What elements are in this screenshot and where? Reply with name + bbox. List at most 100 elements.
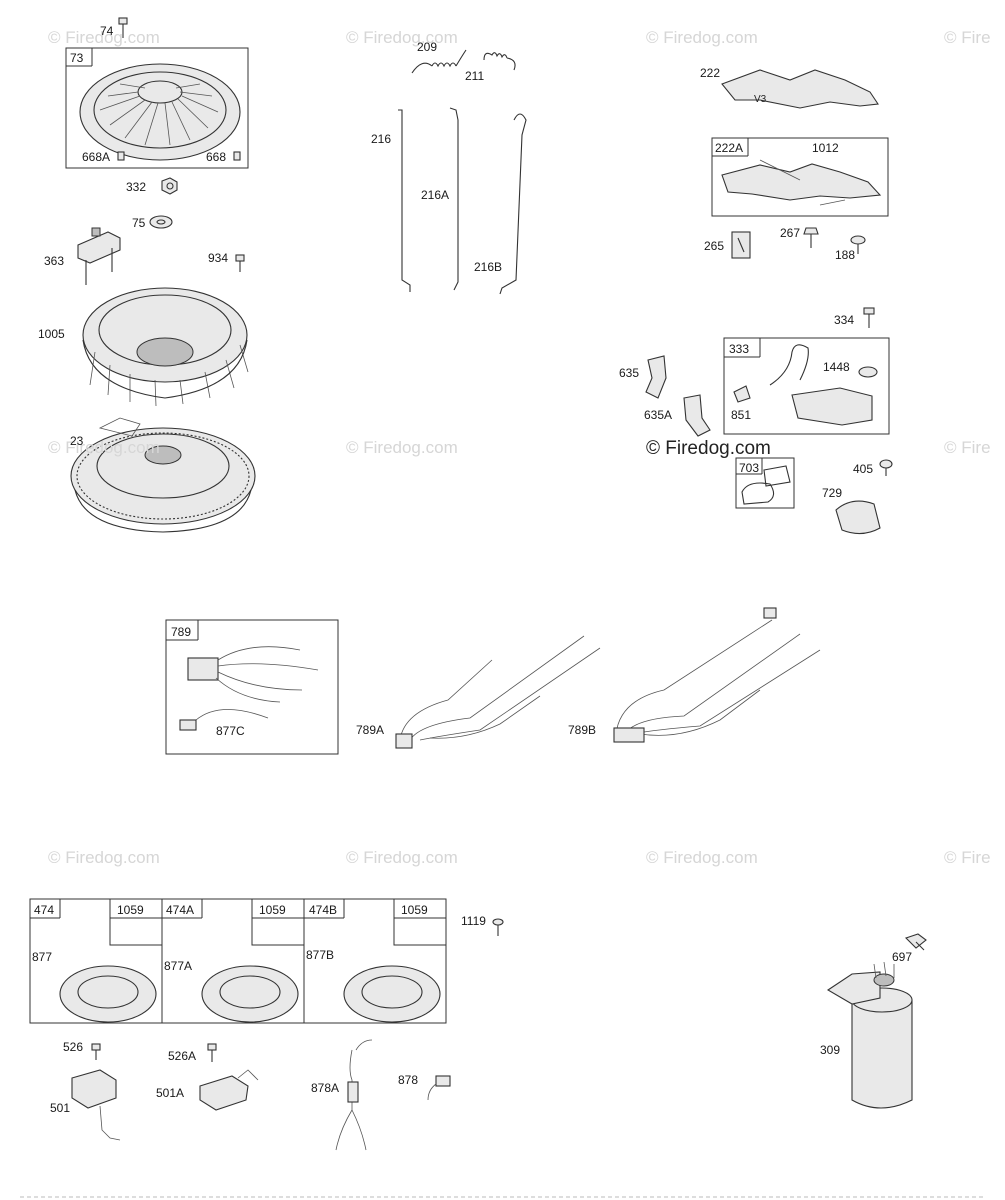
callout-1448[interactable]: 1448 <box>823 360 850 374</box>
callout-697[interactable]: 697 <box>892 950 913 964</box>
callout-75[interactable]: 75 <box>132 216 146 230</box>
callout-222[interactable]: 222 <box>700 66 721 80</box>
callout-877b[interactable]: 877B <box>306 948 335 962</box>
box-222a-drawing <box>711 137 889 217</box>
watermark: © Firedog.com <box>346 28 458 47</box>
callout-635a[interactable]: 635A <box>644 408 673 422</box>
box-474a-drawing <box>161 898 305 1024</box>
callout-74[interactable]: 74 <box>100 24 114 38</box>
callout-501a[interactable]: 501A <box>156 1086 185 1100</box>
callout-216b[interactable]: 216B <box>474 260 503 274</box>
callout-474a[interactable]: 474A <box>166 903 195 917</box>
callout-878a[interactable]: 878A <box>311 1081 340 1095</box>
watermark: © Firedog.com <box>646 848 758 867</box>
clip-265-drawing <box>731 231 751 259</box>
callout-635[interactable]: 635 <box>619 366 640 380</box>
callout-267[interactable]: 267 <box>780 226 801 240</box>
watermark: © Firedog.com <box>48 848 160 867</box>
callout-703[interactable]: 703 <box>739 461 760 475</box>
watermark: © Firedog.com <box>646 28 758 47</box>
callout-1059[interactable]: 1059 <box>117 903 144 917</box>
callout-729[interactable]: 729 <box>822 486 843 500</box>
callout-1119[interactable]: 1119 <box>461 914 486 928</box>
watermark: © Firedog.com <box>48 438 160 457</box>
callout-526a[interactable]: 526A <box>168 1049 197 1063</box>
callout-877[interactable]: 877 <box>32 950 53 964</box>
callout-668a[interactable]: 668A <box>82 150 111 164</box>
spring-211-drawing <box>483 52 516 71</box>
screw-267-drawing <box>803 227 819 248</box>
watermark: © Firedog.com <box>346 848 458 867</box>
box-703-drawing <box>735 457 795 509</box>
watermark-edge: © Fire <box>944 438 991 457</box>
callout-216a[interactable]: 216A <box>421 188 450 202</box>
fan-1005-drawing <box>82 287 249 407</box>
bolt-697-drawing <box>904 933 927 951</box>
nut-332-drawing <box>161 177 178 195</box>
harness-878a-drawing <box>335 1039 373 1151</box>
harness-789a-drawing <box>395 635 601 749</box>
screw-334-drawing <box>863 307 875 328</box>
watermark-dark: © Firedog.com <box>646 438 771 459</box>
washer-75-drawing <box>149 215 173 229</box>
flywheel-23-drawing <box>70 417 256 533</box>
callout-1059[interactable]: 1059 <box>401 903 428 917</box>
callout-851[interactable]: 851 <box>731 408 752 422</box>
callout-934[interactable]: 934 <box>208 251 229 265</box>
callout-265[interactable]: 265 <box>704 239 725 253</box>
starter-309-drawing <box>826 961 913 1109</box>
rod-216a-drawing <box>449 107 459 291</box>
screw-1119-drawing <box>492 918 504 936</box>
regulator-501a-drawing <box>199 1069 259 1111</box>
callout-1005[interactable]: 1005 <box>38 327 65 341</box>
screw-526-drawing <box>91 1043 101 1060</box>
regulator-501-drawing <box>71 1069 121 1141</box>
connector-878-drawing <box>427 1075 451 1101</box>
bolt-74-drawing <box>118 17 128 38</box>
callout-309[interactable]: 309 <box>820 1043 841 1057</box>
spring-209-drawing <box>411 49 467 74</box>
watermark-edge: © Fire <box>944 28 991 47</box>
bolt-188-drawing <box>850 235 866 254</box>
callout-222a[interactable]: 222A <box>715 141 744 155</box>
box-474-drawing <box>29 898 163 1024</box>
boot-635a-drawing <box>683 394 711 437</box>
screw-526a-drawing <box>207 1043 217 1062</box>
screw-934-drawing <box>235 254 245 272</box>
watermark-edge: © Fire <box>944 848 991 867</box>
callout-668[interactable]: 668 <box>206 150 227 164</box>
callout-363[interactable]: 363 <box>44 254 65 268</box>
callout-878[interactable]: 878 <box>398 1073 419 1087</box>
bracket-363-drawing <box>77 227 121 285</box>
callout-23[interactable]: 23 <box>70 434 84 448</box>
callout-877a[interactable]: 877A <box>164 959 193 973</box>
callout-334[interactable]: 334 <box>834 313 855 327</box>
callout-216[interactable]: 216 <box>371 132 392 146</box>
box-333-drawing <box>723 337 890 435</box>
callout-474[interactable]: 474 <box>34 903 55 917</box>
callout-789[interactable]: 789 <box>171 625 192 639</box>
callout-332[interactable]: 332 <box>126 180 147 194</box>
callout-1012[interactable]: 1012 <box>812 141 839 155</box>
v3-marking: V3 <box>754 94 767 105</box>
callout-789a[interactable]: 789A <box>356 723 385 737</box>
rod-216-drawing <box>398 109 411 292</box>
callout-474b[interactable]: 474B <box>309 903 338 917</box>
cap-729-drawing <box>835 500 881 535</box>
watermark: © Firedog.com <box>48 28 160 47</box>
callout-209[interactable]: 209 <box>417 40 438 54</box>
boot-635-drawing <box>645 355 667 399</box>
callout-73[interactable]: 73 <box>70 51 84 65</box>
callout-526[interactable]: 526 <box>63 1040 84 1054</box>
callout-333[interactable]: 333 <box>729 342 750 356</box>
callout-1059[interactable]: 1059 <box>259 903 286 917</box>
watermark: © Firedog.com <box>346 438 458 457</box>
callout-211[interactable]: 211 <box>465 69 485 83</box>
callout-405[interactable]: 405 <box>853 462 874 476</box>
callout-188[interactable]: 188 <box>835 248 856 262</box>
screw-405-drawing <box>879 459 893 476</box>
callout-501[interactable]: 501 <box>50 1101 71 1115</box>
callout-789b[interactable]: 789B <box>568 723 597 737</box>
callout-877c[interactable]: 877C <box>216 724 245 738</box>
